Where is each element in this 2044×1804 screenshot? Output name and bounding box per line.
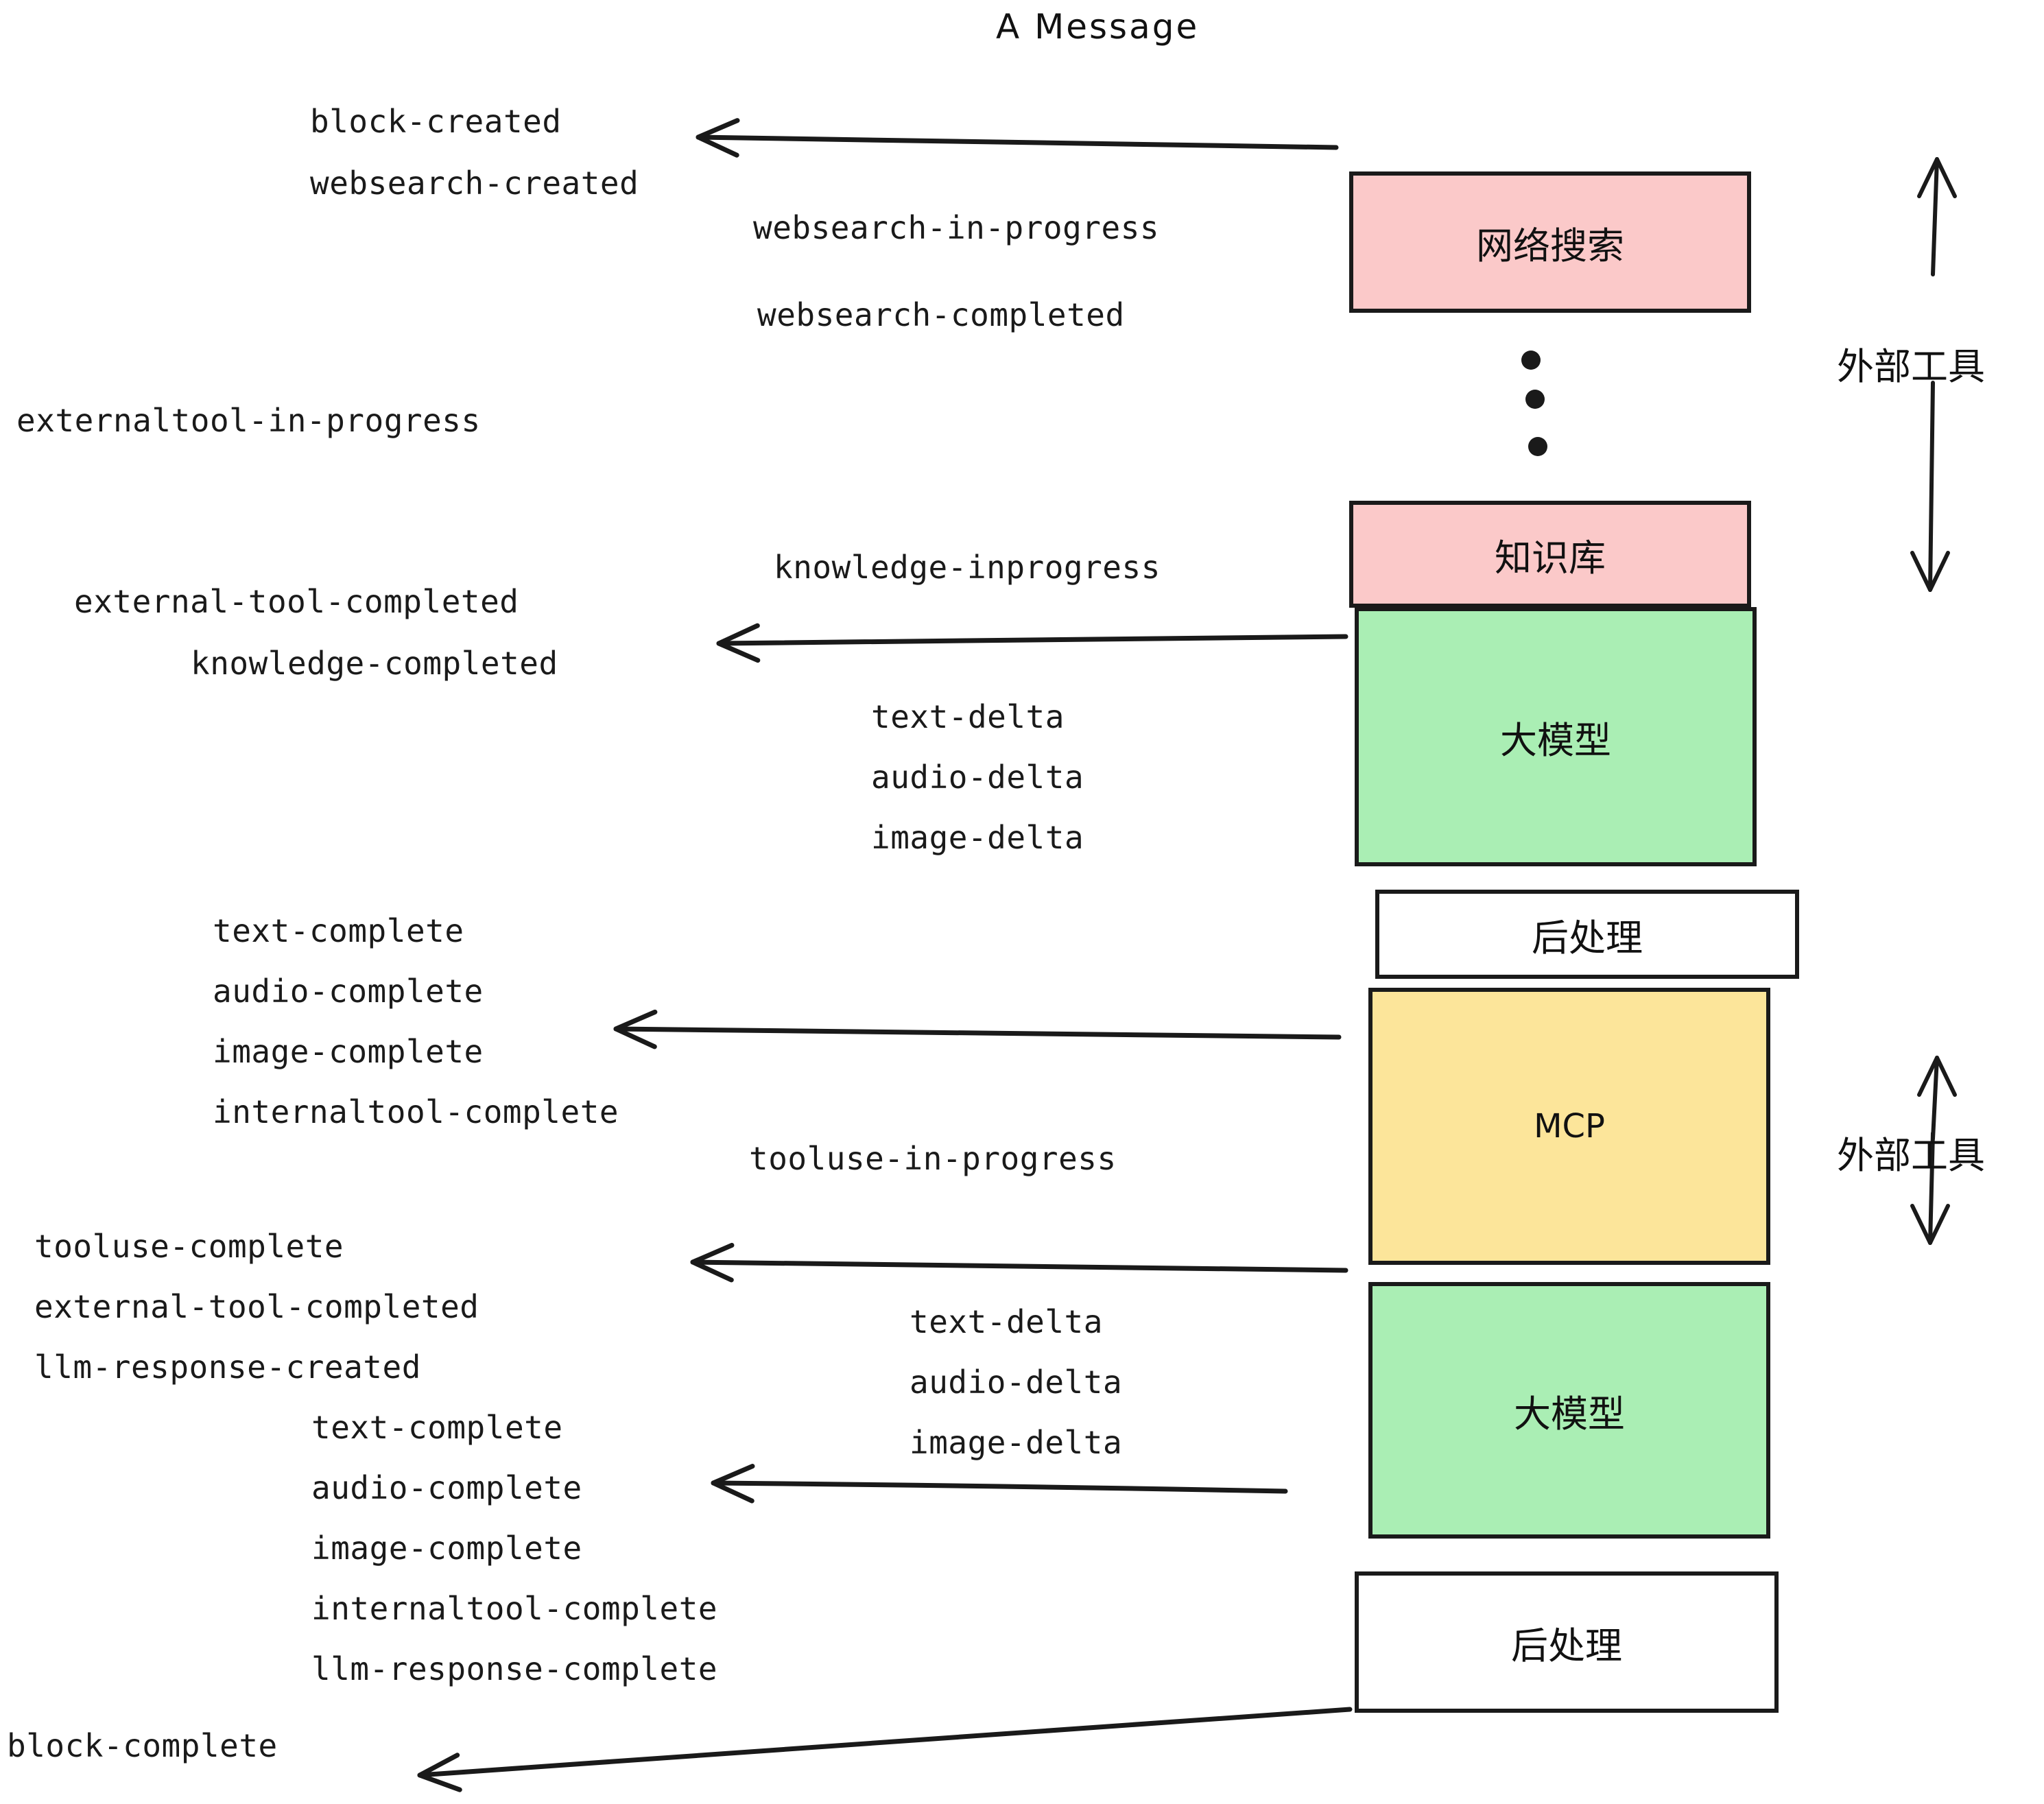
event-label-audio-delta-2: audio-delta bbox=[910, 1364, 1123, 1401]
dot-2 bbox=[1525, 390, 1545, 409]
event-label-llm-response-complete: llm-response-complete bbox=[311, 1650, 718, 1687]
ellipsis-dot-group bbox=[1521, 351, 1547, 456]
box-postprocess-bot bbox=[1355, 1571, 1779, 1713]
event-label-image-complete-1: image-complete bbox=[213, 1033, 484, 1070]
event-label-external-tool-completed-2: external-tool-completed bbox=[34, 1288, 479, 1325]
event-label-tooluse-in-progress: tooluse-in-progress bbox=[749, 1140, 1117, 1177]
external-tools-arrow-up-bot bbox=[1917, 1056, 1957, 1141]
side-label-external-tools-top: 外部工具 bbox=[1837, 345, 1985, 388]
box-label-postprocess-bot: 后处理 bbox=[1511, 1624, 1622, 1667]
box-llm-top bbox=[1355, 607, 1757, 866]
arrow-postprocess-to-block bbox=[417, 1707, 1353, 1792]
arrow-knowledge-to-events bbox=[716, 623, 1348, 663]
box-postprocess-top bbox=[1375, 890, 1799, 979]
box-knowledge bbox=[1349, 501, 1751, 608]
event-label-image-delta-1: image-delta bbox=[871, 819, 1084, 856]
event-label-websearch-completed: websearch-completed bbox=[757, 296, 1125, 333]
event-label-image-complete-2: image-complete bbox=[311, 1530, 582, 1567]
box-label-websearch: 网络搜索 bbox=[1476, 224, 1624, 268]
external-tools-arrow-down-top bbox=[1910, 381, 1950, 592]
arrow-postprocess-to-events bbox=[613, 1009, 1342, 1049]
event-label-llm-response-created: llm-response-created bbox=[34, 1349, 421, 1386]
box-llm-bottom bbox=[1368, 1282, 1770, 1539]
event-label-text-complete-1: text-complete bbox=[213, 912, 464, 949]
dot-1 bbox=[1521, 351, 1541, 370]
external-tools-arrow-down-bot bbox=[1910, 1131, 1950, 1245]
box-label-knowledge: 知识库 bbox=[1495, 536, 1606, 580]
event-label-audio-complete-2: audio-complete bbox=[311, 1469, 582, 1506]
event-label-internaltool-complete-1: internaltool-complete bbox=[213, 1093, 619, 1130]
event-label-tooluse-complete: tooluse-complete bbox=[34, 1228, 344, 1265]
arrow-mcp-to-events bbox=[690, 1242, 1348, 1283]
event-label-block-created: block-created bbox=[310, 103, 562, 140]
box-label-mcp: MCP bbox=[1534, 1107, 1605, 1146]
event-label-websearch-created: websearch-created bbox=[310, 165, 639, 202]
page-title: A Message bbox=[996, 7, 1200, 47]
event-label-text-complete-2: text-complete bbox=[311, 1409, 563, 1446]
arrow-websearch-to-events bbox=[696, 118, 1339, 158]
tool-arrow-group bbox=[1910, 157, 1957, 1245]
box-group bbox=[1349, 171, 1799, 1713]
box-websearch bbox=[1349, 171, 1751, 313]
box-label-llm-bottom: 大模型 bbox=[1514, 1392, 1625, 1436]
event-label-websearch-in-progress: websearch-in-progress bbox=[753, 209, 1160, 246]
event-label-external-tool-completed-1: external-tool-completed bbox=[74, 583, 519, 620]
box-label-postprocess-top: 后处理 bbox=[1532, 916, 1643, 960]
event-label-internaltool-complete-2: internaltool-complete bbox=[311, 1590, 718, 1627]
side-label-external-tools-bottom: 外部工具 bbox=[1837, 1134, 1985, 1177]
arrow-group bbox=[417, 118, 1353, 1792]
arrow-llm-to-events bbox=[711, 1464, 1288, 1504]
external-tools-arrow-up-top bbox=[1917, 157, 1957, 276]
event-label-knowledge-inprogress: knowledge-inprogress bbox=[774, 549, 1161, 586]
event-label-audio-complete-1: audio-complete bbox=[213, 973, 484, 1010]
event-label-block-complete: block-complete bbox=[7, 1727, 278, 1764]
event-label-text-delta-1: text-delta bbox=[871, 698, 1065, 735]
event-label-audio-delta-1: audio-delta bbox=[871, 759, 1084, 796]
event-label-knowledge-completed: knowledge-completed bbox=[191, 645, 558, 682]
box-mcp bbox=[1368, 988, 1770, 1265]
dot-3 bbox=[1528, 437, 1547, 456]
event-label-image-delta-2: image-delta bbox=[910, 1424, 1123, 1461]
box-label-llm-top: 大模型 bbox=[1500, 718, 1611, 762]
event-label-text-delta-2: text-delta bbox=[910, 1303, 1103, 1340]
event-label-externaltool-in-progress: externaltool-in-progress bbox=[16, 402, 481, 439]
